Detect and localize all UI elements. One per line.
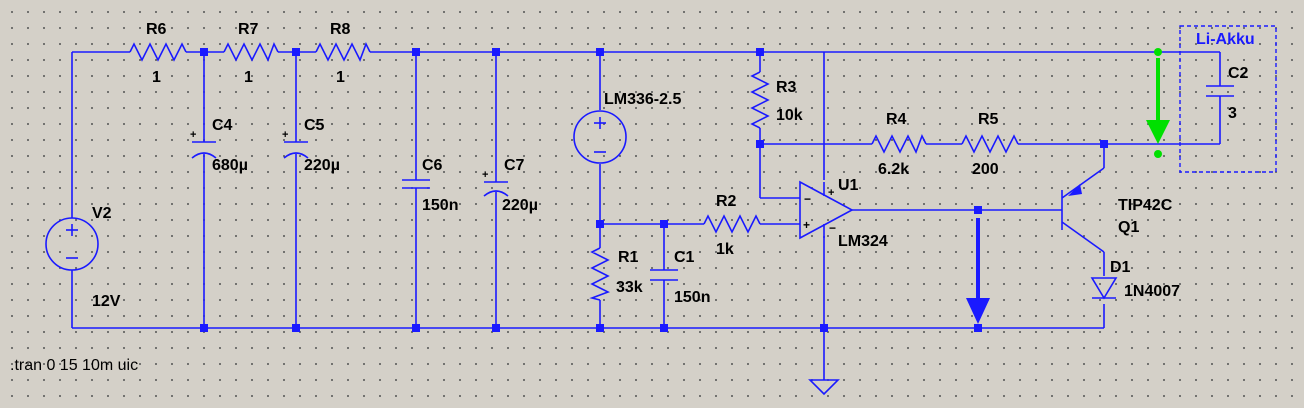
svg-text:+: +	[482, 169, 488, 181]
svg-text:1: 1	[244, 69, 253, 86]
capacitor-c6[interactable]: C6 150n	[402, 157, 458, 214]
svg-text:TIP42C: TIP42C	[1118, 197, 1173, 214]
svg-text:680µ: 680µ	[212, 157, 248, 174]
resistor-r2[interactable]: R2 1k	[703, 193, 761, 258]
capacitor-c1[interactable]: C1 150n	[650, 249, 710, 306]
svg-text:+: +	[282, 129, 288, 141]
svg-text:1N4007: 1N4007	[1124, 283, 1180, 300]
svg-text:−: −	[804, 192, 811, 206]
diode-d1[interactable]: D1 1N4007	[1090, 259, 1180, 300]
svg-text:3: 3	[1228, 105, 1237, 122]
ground-symbol	[808, 379, 840, 396]
svg-text:1: 1	[152, 69, 161, 86]
svg-text:R7: R7	[238, 21, 259, 38]
svg-text:150n: 150n	[674, 289, 710, 306]
svg-text:R4: R4	[886, 111, 907, 128]
svg-text:C1: C1	[674, 249, 695, 266]
resistor-r1[interactable]: R1 33k	[589, 247, 643, 301]
junction-nodes	[200, 48, 1108, 332]
svg-text:C4: C4	[212, 117, 233, 134]
svg-text:Li-Akku: Li-Akku	[1196, 31, 1255, 48]
capacitor-c4[interactable]: + C4 680µ	[190, 117, 248, 174]
svg-text:150n: 150n	[422, 197, 458, 214]
spice-directive[interactable]: .tran 0 15 10m uic	[10, 357, 138, 374]
li-akku-block[interactable]: Li-Akku	[1179, 25, 1277, 173]
resistor-r7[interactable]: R7 1	[223, 21, 279, 86]
svg-text:U1: U1	[838, 177, 859, 194]
svg-text:R5: R5	[978, 111, 999, 128]
svg-text:+: +	[828, 187, 834, 199]
svg-text:220µ: 220µ	[304, 157, 340, 174]
resistor-r3[interactable]: R3 10k	[750, 71, 803, 129]
voltage-source-v2[interactable]: V2 12V	[45, 205, 121, 310]
capacitor-c5[interactable]: + C5 220µ	[282, 117, 340, 174]
svg-text:Q1: Q1	[1118, 219, 1139, 236]
svg-text:C2: C2	[1228, 65, 1249, 82]
svg-text:1: 1	[336, 69, 345, 86]
svg-text:6.2k: 6.2k	[878, 161, 909, 178]
wires	[71, 51, 1221, 380]
voltage-probe-arrow	[1146, 48, 1170, 158]
transistor-q1[interactable]: TIP42C Q1	[1061, 167, 1173, 253]
current-probe-arrow	[966, 218, 990, 324]
svg-text:1k: 1k	[716, 241, 734, 258]
svg-text:R8: R8	[330, 21, 351, 38]
svg-text:LM336-2.5: LM336-2.5	[604, 91, 681, 108]
svg-text:+: +	[803, 218, 810, 232]
svg-text:−: −	[829, 221, 836, 235]
resistor-r4[interactable]: R4 6.2k	[871, 111, 927, 178]
reference-lm336[interactable]: LM336-2.5	[573, 91, 681, 164]
svg-text:C6: C6	[422, 157, 443, 174]
opamp-u1[interactable]: − + + − U1 LM324	[799, 177, 888, 250]
capacitor-c2[interactable]: C2 3	[1206, 65, 1249, 122]
resistor-r5[interactable]: R5 200	[961, 111, 1019, 178]
svg-text:C5: C5	[304, 117, 325, 134]
resistor-r6[interactable]: R6 1	[129, 21, 187, 86]
svg-text:220µ: 220µ	[502, 197, 538, 214]
svg-text:C7: C7	[504, 157, 525, 174]
svg-text:+: +	[190, 129, 196, 141]
svg-text:D1: D1	[1110, 259, 1131, 276]
svg-text:200: 200	[972, 161, 999, 178]
svg-text:R2: R2	[716, 193, 737, 210]
svg-text:10k: 10k	[776, 107, 803, 124]
svg-text:V2: V2	[92, 205, 112, 222]
capacitor-c7[interactable]: + C7 220µ	[482, 157, 538, 214]
resistor-r8[interactable]: R8 1	[315, 21, 371, 86]
svg-text:R6: R6	[146, 21, 167, 38]
svg-text:R1: R1	[618, 249, 639, 266]
svg-text:12V: 12V	[92, 293, 121, 310]
svg-text:LM324: LM324	[838, 233, 888, 250]
svg-text:33k: 33k	[616, 279, 643, 296]
svg-text:R3: R3	[776, 79, 797, 96]
